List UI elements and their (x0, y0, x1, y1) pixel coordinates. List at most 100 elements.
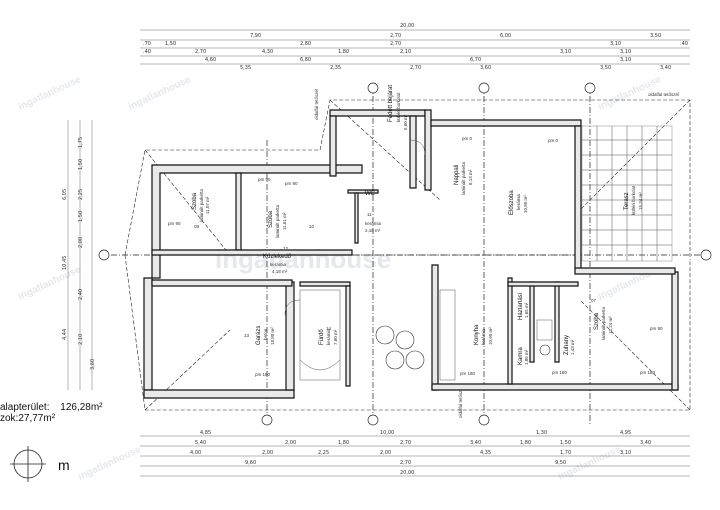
top-dim: 7,90 (250, 33, 261, 39)
room-floor: kerámia (365, 221, 382, 226)
height-mark: pm 90 (285, 181, 298, 186)
room-name: Szoba (192, 192, 198, 210)
bottom-dim: 1,50 (560, 440, 571, 446)
room-floor: kerámia (516, 193, 521, 210)
top-dimension-chains: 20,00 7,90 2,70 6,00 3,50 .70 1,50 2,80 … (140, 23, 690, 71)
bottom-dim: 4,85 (200, 430, 211, 436)
room-area: 12,24 m² (608, 316, 613, 334)
top-dim: 2,70 (410, 65, 421, 71)
room-floor: laminált parketta (601, 306, 606, 340)
walls (143, 109, 679, 399)
area-line-1: alapterület: 126,28m² (0, 402, 103, 413)
bottom-dim: 2,00 (380, 450, 391, 456)
room-number: 12 (283, 246, 289, 251)
bottom-dim: 9,60 (245, 460, 256, 466)
left-dim: 3,60 (90, 359, 96, 370)
bottom-dim: 3,10 (620, 450, 631, 456)
left-dim: 10,45 (62, 256, 68, 270)
room-area: 18,80 m² (270, 327, 275, 345)
north-label: m (58, 457, 70, 473)
roof-note: oldalfal tetőszél (648, 92, 679, 97)
left-dim: 2,40 (78, 289, 84, 300)
top-dim: 2,35 (330, 65, 341, 71)
left-dim: 2,25 (78, 189, 84, 200)
room-name: Fürdő (319, 329, 325, 345)
bottom-dim: 5,40 (195, 440, 206, 446)
watermark: ingatlanhouse (17, 264, 83, 303)
bottom-dim: 9,50 (555, 460, 566, 466)
watermark: ingatlanhouse (17, 74, 83, 113)
room-area: 5,60 m² (403, 114, 408, 130)
top-overall-dim: 20,00 (400, 23, 414, 29)
room-name: Nappali (454, 165, 460, 185)
bottom-dim: 1,30 (536, 430, 547, 436)
roof-note: oldalfal tetőszél (314, 89, 319, 120)
room-17: Terasz kültéri burkolat 15,34 m² (624, 185, 643, 215)
left-dim: 6,05 (62, 189, 68, 200)
room-floor: kültéri burkolat (396, 92, 401, 122)
left-dim: 2,00 (78, 237, 84, 248)
top-dim: 3,50 (600, 65, 611, 71)
room-area: 1,43 m² (570, 339, 575, 355)
room-name: Zuhany (564, 335, 570, 355)
room-number: 08 (194, 224, 200, 229)
bottom-dim: 10,00 (380, 430, 394, 436)
bottom-dim: 4,95 (620, 430, 631, 436)
room-name: Fedett bejárat (388, 85, 394, 122)
bottom-dim: 2,25 (318, 450, 329, 456)
top-dim: 2,70 (390, 33, 401, 39)
left-dim: 1,50 (78, 211, 84, 222)
watermark: ingatlanhouse (77, 444, 143, 483)
room-name: Előszoba (509, 190, 515, 215)
room-02: Nappali laminált parketta 8,13 m² pm 0 (454, 136, 473, 195)
room-name: Konyha (474, 324, 480, 345)
room-number: 14 (326, 326, 332, 331)
left-dim: 1,50 (78, 159, 84, 170)
watermark-center: ingatlanhouse (215, 244, 391, 274)
room-area: 10,80 m² (523, 195, 528, 213)
room-area: 11,61 m² (282, 212, 287, 230)
fixtures (284, 139, 553, 381)
left-dim: 2,10 (78, 334, 84, 345)
room-floor: laminált parketta (461, 161, 466, 195)
area-line-2: zok:27,77m² (0, 413, 56, 424)
bottom-dim: 3,40 (640, 440, 651, 446)
room-area: 8,13 m² (468, 169, 473, 185)
left-dim: 4,44 (62, 329, 68, 340)
top-dim: 6,80 (300, 57, 311, 63)
room-01: Előszoba kerámia 10,80 m² pm 0 (509, 138, 559, 215)
room-name: Garázs (256, 326, 262, 345)
top-dim: 2,70 (390, 41, 401, 47)
terrace-tiles (581, 125, 673, 262)
roof-note: oldalfal tetőszél (458, 387, 463, 418)
top-dim: 3,10 (620, 49, 631, 55)
height-mark: pm 90 (650, 326, 663, 331)
room-06: Háztartási 1,65 m² (518, 293, 529, 320)
bottom-dimension-chains: 4,85 10,00 1,30 4,95 5,40 2,00 1,80 2,70… (140, 430, 690, 477)
room-floor: kültéri burkolat (631, 185, 636, 215)
room-10: Szoba laminált parketta 11,61 m² 10 pm 9… (268, 181, 315, 238)
room-name: WC (365, 191, 376, 197)
top-dim: 4,30 (262, 49, 273, 55)
height-mark: pm 180 (460, 371, 476, 376)
top-dim: 1,50 (165, 41, 176, 47)
room-name: Szoba (268, 210, 274, 228)
bottom-dim: 4,00 (190, 450, 201, 456)
room-number: 11 (367, 212, 372, 217)
room-name: Közlekedő (263, 254, 292, 260)
area-label: alapterület: (0, 402, 50, 413)
area-value: 126,28m² (60, 402, 103, 413)
bottom-dim: 2,00 (262, 450, 273, 456)
top-dim: 3,40 (660, 65, 671, 71)
room-number: 13 (244, 333, 250, 338)
top-dim: 3,50 (650, 33, 661, 39)
bottom-dim: 2,00 (285, 440, 296, 446)
top-dim: 5,35 (240, 65, 251, 71)
bottom-overall-dim: 20,00 (400, 470, 414, 476)
room-name: Terasz (624, 192, 630, 210)
top-dim: 1,80 (338, 49, 349, 55)
top-dim: 3,10 (560, 49, 571, 55)
height-mark: pm 180 (552, 370, 568, 375)
room-name: Kamra (518, 347, 524, 365)
area-summary: alapterület: 126,28m² zok:27,77m² (0, 402, 103, 424)
